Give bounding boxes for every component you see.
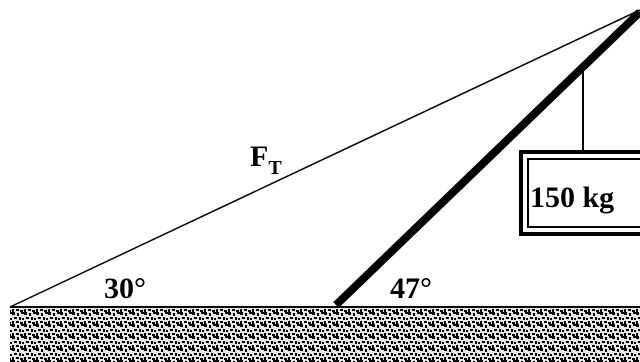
rope-angle-label: 30° [104, 272, 146, 305]
boom-angle-label: 47° [390, 272, 432, 305]
ground [10, 308, 640, 362]
tension-subscript: T [268, 157, 282, 179]
mass-box-inner [527, 158, 640, 228]
boom-strut [333, 9, 640, 308]
mass-label: 150 kg [530, 181, 614, 214]
tension-label: FT [250, 140, 282, 179]
mass-box [519, 150, 640, 236]
tension-rope [9, 9, 640, 308]
